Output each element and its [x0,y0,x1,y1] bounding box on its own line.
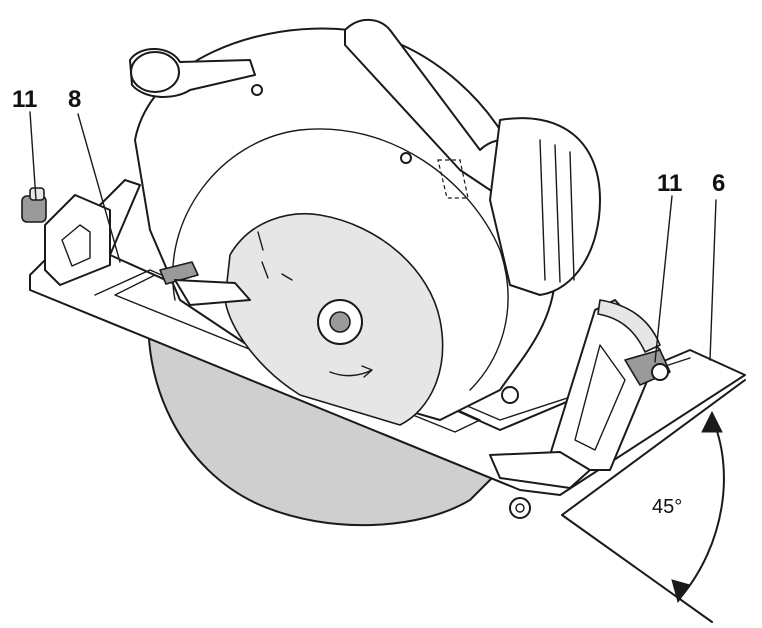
front-bracket [489,451,591,489]
bevel-scale [597,299,661,353]
blade-slot-3 [281,273,293,281]
leader-right-11 [654,195,673,363]
screw-2 [400,152,412,164]
guard-inner-arc [172,128,509,391]
rotation-arrow [329,365,373,378]
base-screw [501,386,519,404]
callout-guard-lever: 8 [68,86,82,113]
blade-slot-1 [257,231,264,251]
leader-left-11 [29,111,37,201]
callout-base-plate: 6 [712,170,726,197]
leader-6 [709,199,717,361]
bevel-bracket-window [574,344,626,451]
guard-retracting-lever [159,261,251,306]
pivot-screw-center [515,503,525,513]
angle-arrow-up [701,410,723,433]
left-bracket [44,194,111,286]
callout-right-lever: 11 [657,170,683,197]
angle-arrow-down [671,579,691,604]
bevel-angle-label: 45° [652,496,683,518]
pivot-screw [509,497,531,519]
leader-8 [77,113,121,263]
hidden-switch [437,159,469,199]
motor-vents [539,139,575,283]
left-locking-lever [21,187,47,223]
blade-nut [329,311,351,333]
screw-1 [251,84,263,96]
angle-arc [679,417,725,599]
angle-line-lower [561,514,713,623]
angle-line-upper [561,379,746,516]
callout-left-lever: 11 [12,86,38,113]
left-bracket-slot [61,224,91,267]
right-locking-lever [624,349,671,386]
blade-slot-2 [261,261,269,279]
front-knob [130,51,180,93]
